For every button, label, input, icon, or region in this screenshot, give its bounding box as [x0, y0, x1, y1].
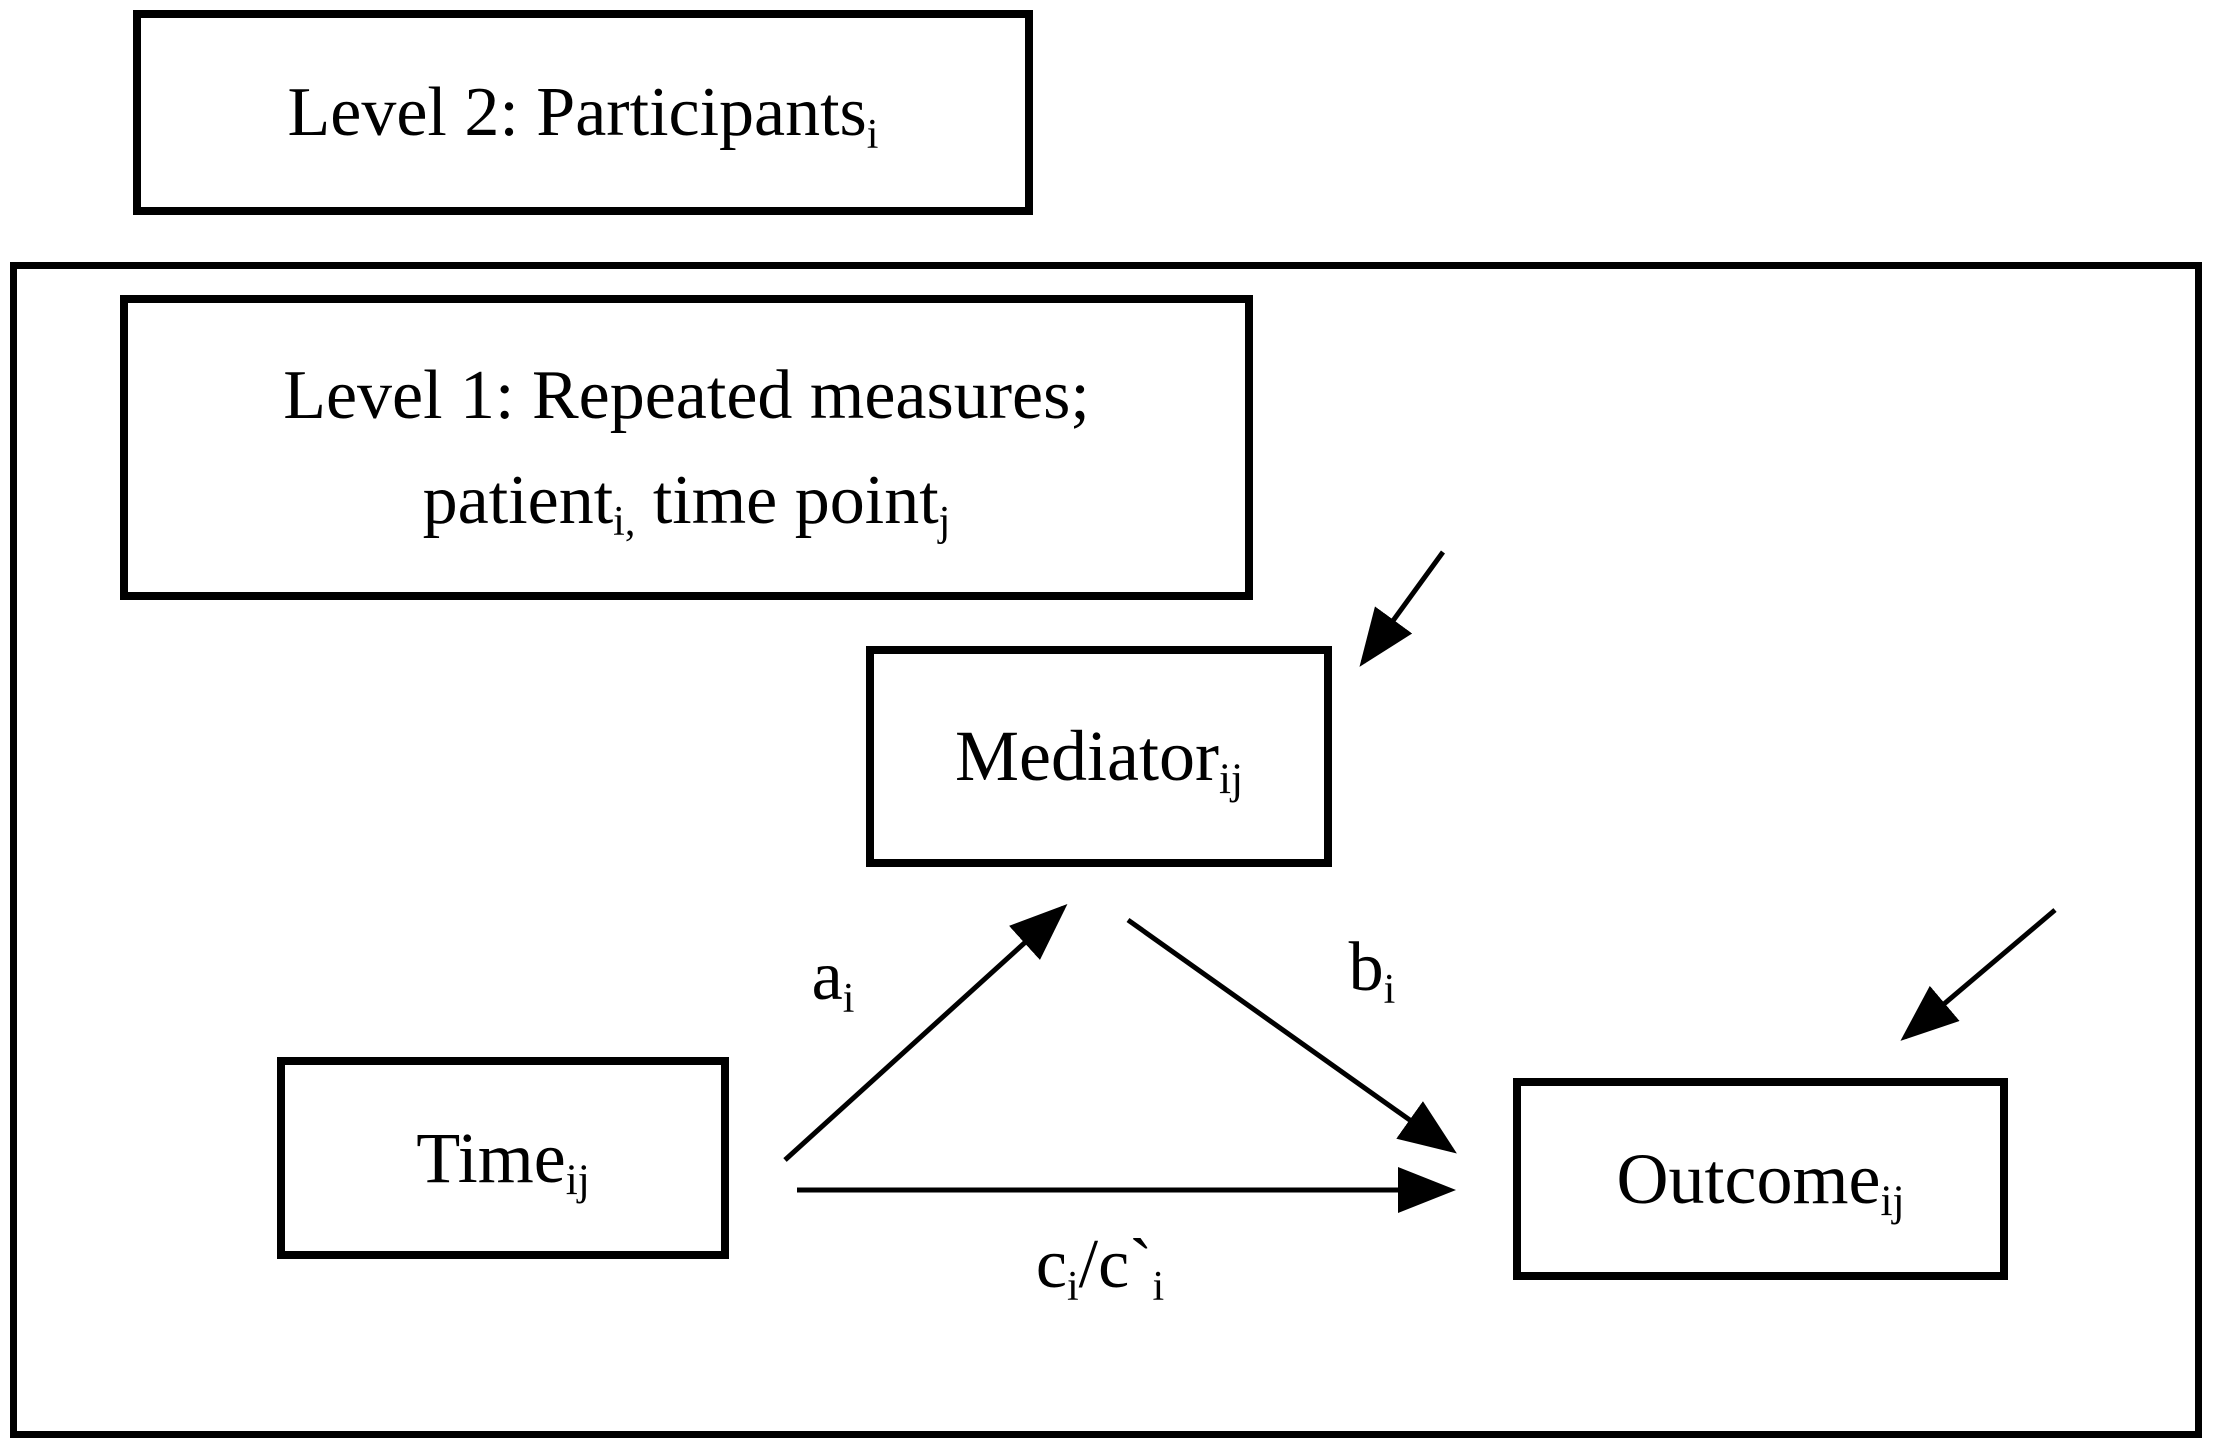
timepoint-subscript: j [938, 499, 951, 546]
level1-label: Level 1: Repeated measures; patienti, ti… [283, 343, 1090, 553]
time-node: Timeij [277, 1057, 729, 1259]
time-subscript: ij [565, 1157, 590, 1205]
outcome-random-effect-arrow [1900, 908, 2057, 1041]
c-prime-subscript: i [1152, 1263, 1165, 1310]
a-subscript: i [842, 975, 855, 1022]
b-subscript: i [1383, 966, 1396, 1013]
outcome-node: Outcomeij [1513, 1078, 2008, 1280]
level1-line1: Level 1: Repeated measures; [283, 356, 1090, 434]
level2-box: Level 2: Participantsi [133, 10, 1033, 215]
outcome-label: Outcomeij [1616, 1138, 1905, 1226]
mediator-subscript: ij [1218, 755, 1243, 803]
level2-label: Level 2: Participantsi [287, 74, 879, 158]
a-path-arrow [783, 903, 1068, 1162]
mediator-label: Mediatorij [955, 716, 1243, 803]
level1-container-box [10, 262, 2202, 1438]
patient-subscript: i, [613, 499, 636, 546]
level1-box: Level 1: Repeated measures; patienti, ti… [120, 295, 1253, 600]
a-path-label: ai [811, 938, 855, 1022]
time-label: Timeij [416, 1117, 590, 1205]
c-subscript: i [1066, 1263, 1079, 1310]
b-path-label: bi [1348, 929, 1396, 1013]
level1-line2: patienti, time pointj [422, 461, 951, 546]
mediator-random-effect-arrow [1359, 550, 1446, 667]
b-path-arrow [1126, 917, 1457, 1154]
level2-subscript: i [866, 111, 879, 158]
c-path-label: ci/c`i [1035, 1226, 1165, 1310]
outcome-subscript: ij [1880, 1178, 1905, 1226]
mediator-node: Mediatorij [866, 646, 1332, 867]
